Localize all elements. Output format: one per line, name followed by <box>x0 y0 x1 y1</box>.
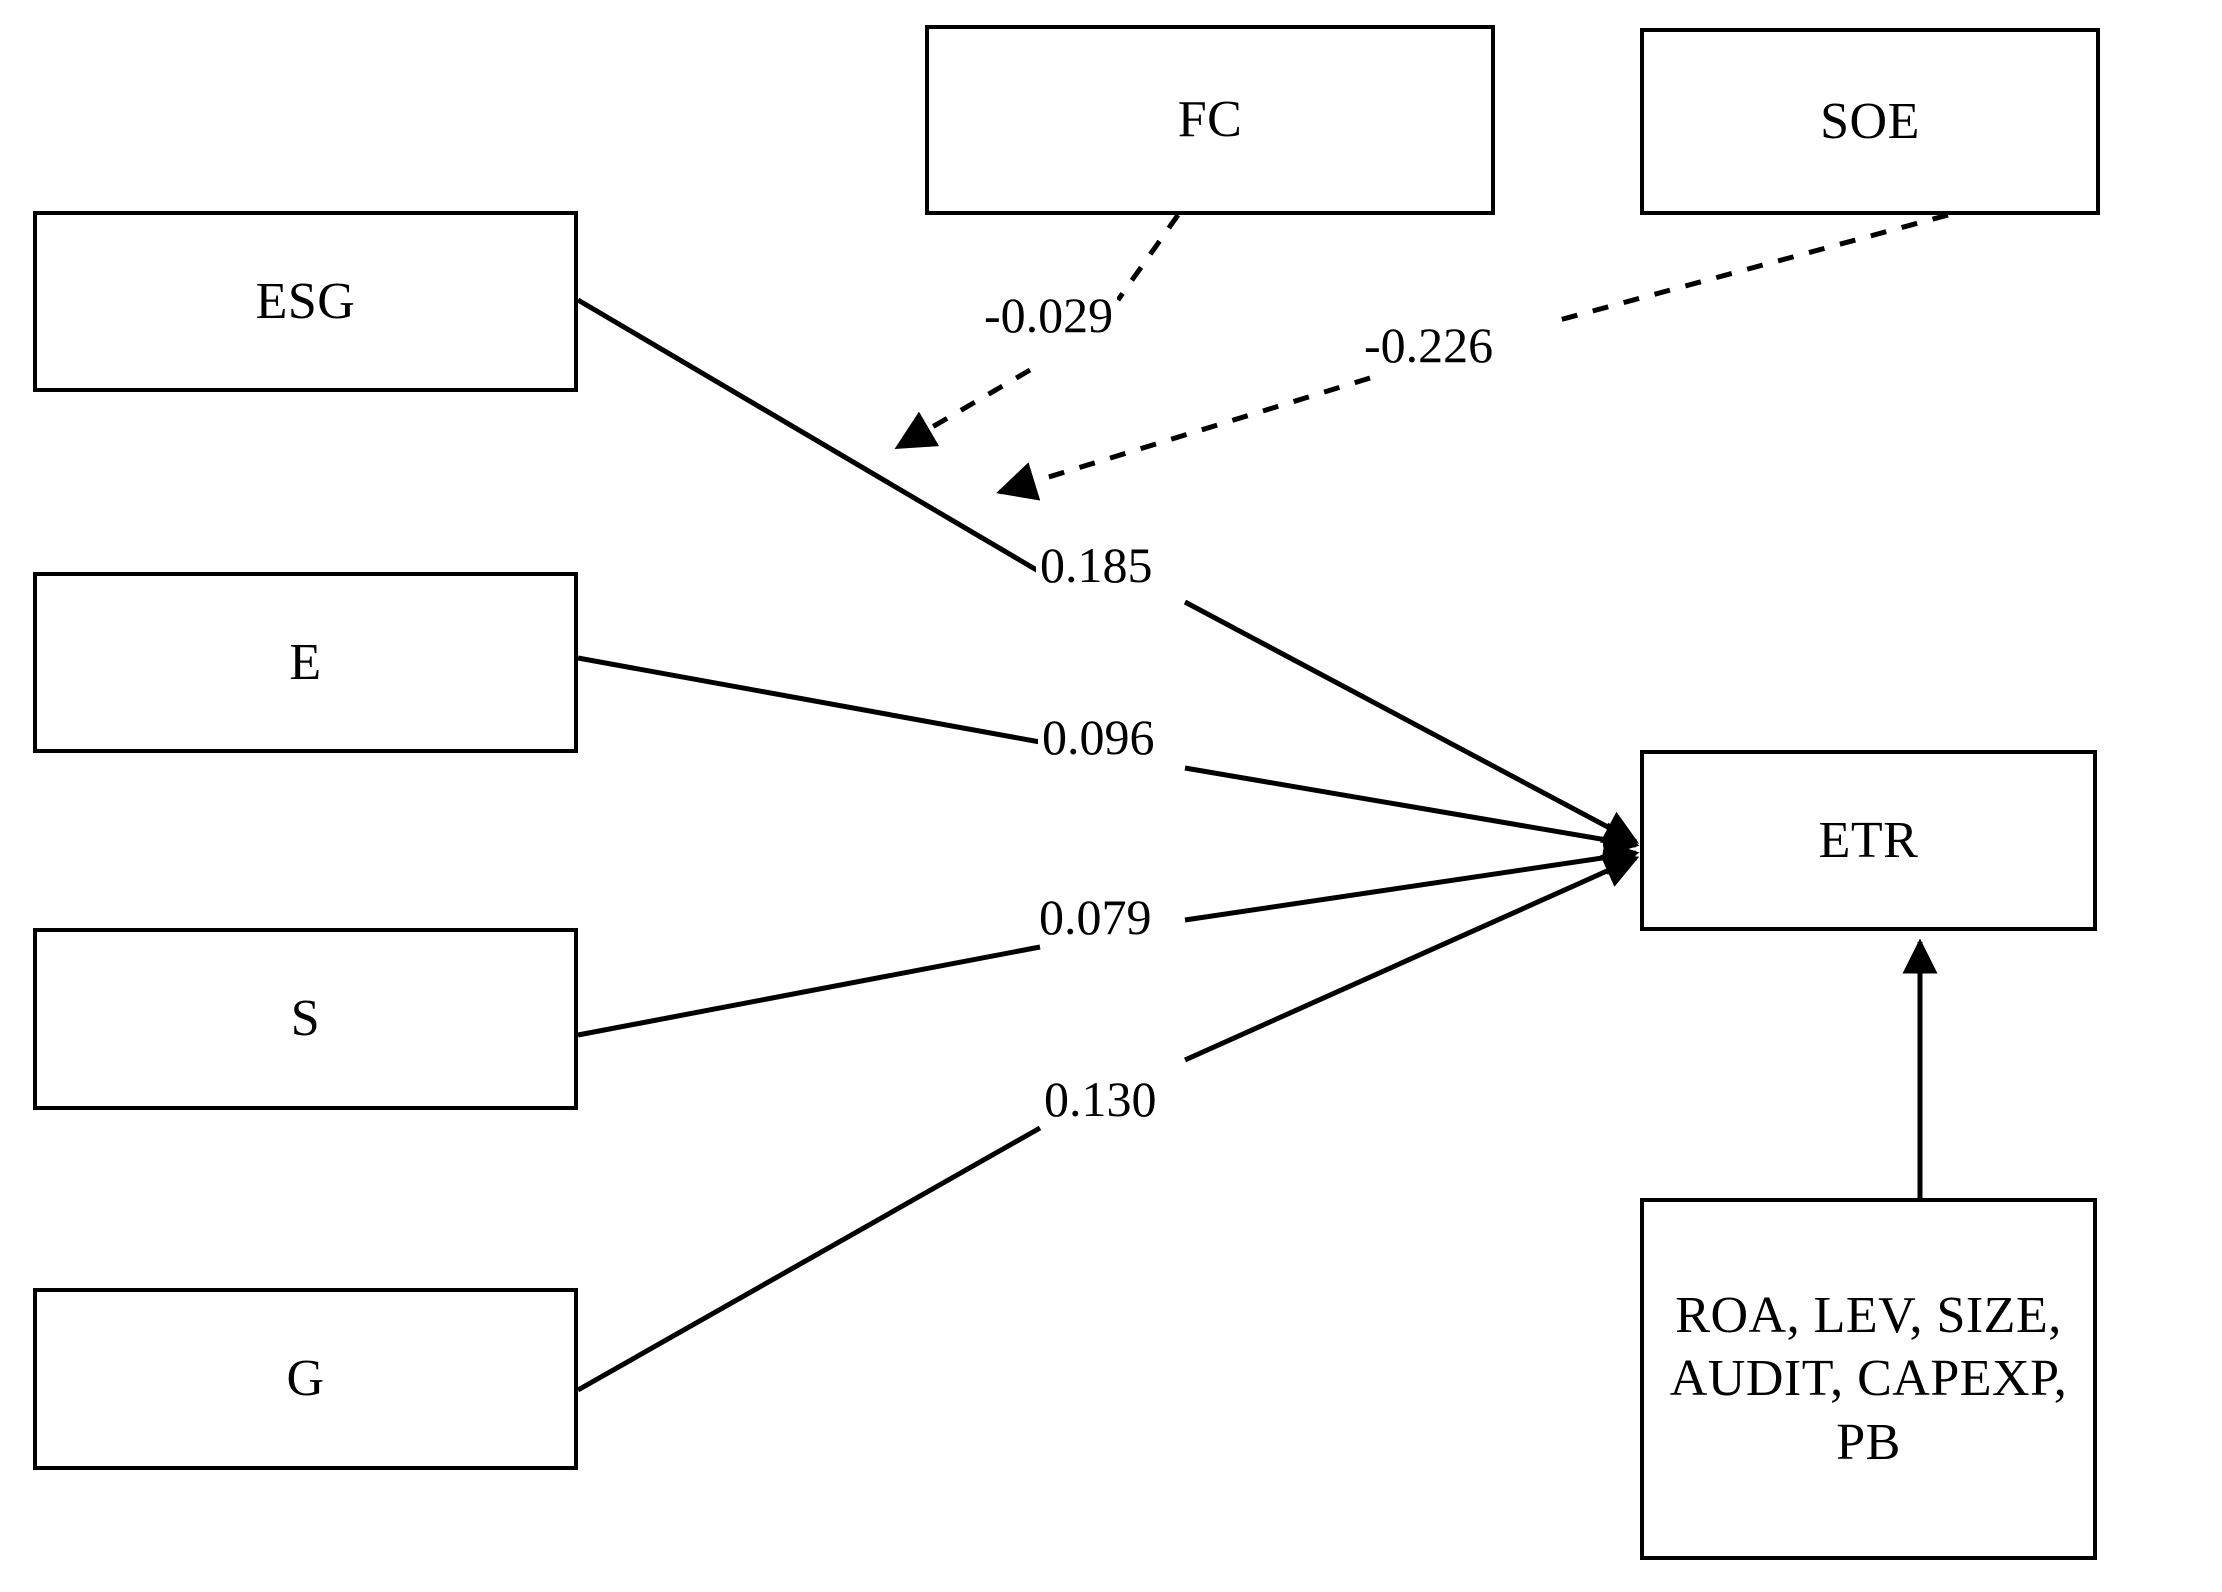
node-s-label: S <box>290 990 321 1048</box>
coefficient-label-g-etr: 0.130 <box>1040 1072 1161 1126</box>
node-soe-label: SOE <box>1820 92 1920 150</box>
edge-s-to-etr-continued <box>1184 840 1640 923</box>
node-g[interactable]: G <box>33 1288 578 1470</box>
control-variables-line-1: ROA, LEV, SIZE, <box>1675 1286 2062 1344</box>
node-soe[interactable]: SOE <box>1640 28 2100 215</box>
coefficient-label-e-etr: 0.096 <box>1038 710 1159 764</box>
control-variables-line-3: PB <box>1836 1413 1901 1471</box>
node-etr-label: ETR <box>1818 811 1919 869</box>
edge-g-to-etr-continued <box>1183 854 1640 1063</box>
node-g-label: G <box>286 1350 325 1408</box>
node-esg-label: ESG <box>255 272 356 330</box>
node-fc[interactable]: FC <box>925 25 1495 215</box>
node-control-variables[interactable]: ROA, LEV, SIZE, AUDIT, CAPEXP, PB <box>1640 1198 2097 1560</box>
node-s[interactable]: S <box>33 928 578 1110</box>
node-e[interactable]: E <box>33 572 578 753</box>
edge-esg-to-etr <box>576 297 1042 575</box>
edge-fc-moderation-continued <box>894 367 1032 450</box>
edge-e-to-etr-continued <box>1184 765 1640 857</box>
edge-e-to-etr <box>577 655 1041 745</box>
edge-soe-moderation <box>1551 212 1949 325</box>
node-etr[interactable]: ETR <box>1640 750 2097 931</box>
edge-s-to-etr <box>577 944 1041 1038</box>
node-fc-label: FC <box>1177 91 1243 149</box>
edge-soe-moderation-continued <box>996 375 1371 501</box>
coefficient-label-esg-etr: 0.185 <box>1036 538 1157 592</box>
edge-esg-to-etr-continued <box>1183 599 1640 845</box>
edge-fc-moderation <box>1115 213 1181 302</box>
node-e-label: E <box>289 633 322 691</box>
node-esg[interactable]: ESG <box>33 211 578 392</box>
coefficient-label-s-etr: 0.079 <box>1035 890 1156 944</box>
control-variables-line-2: AUDIT, CAPEXP, <box>1669 1350 2068 1408</box>
edge-g-to-etr <box>576 1125 1042 1393</box>
coefficient-label-soe-moderation: -0.226 <box>1360 318 1498 372</box>
coefficient-label-fc-moderation: -0.029 <box>980 288 1118 342</box>
